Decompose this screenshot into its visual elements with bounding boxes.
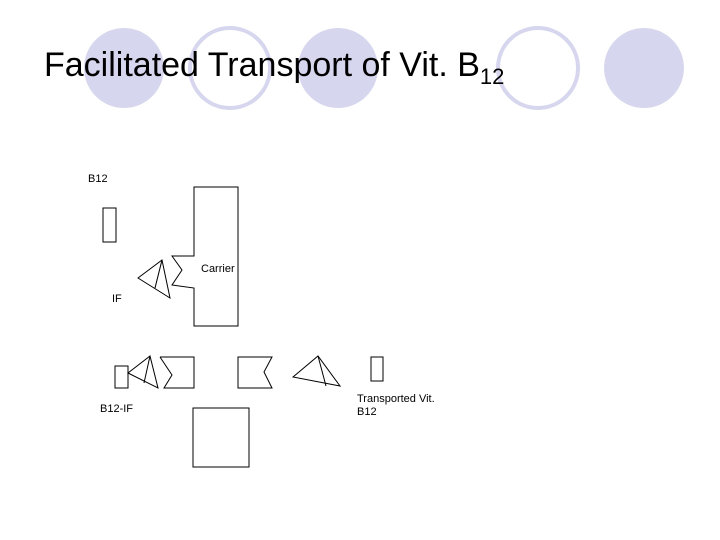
- transported-b12-molecule: [370, 356, 384, 382]
- deco-circle-3: [298, 28, 378, 108]
- b12-if-complex-b12: [114, 365, 129, 389]
- label-transported: Transported Vit. B12: [357, 393, 435, 419]
- label-if: IF: [112, 293, 122, 305]
- released-if-triangle-inner: [317, 355, 327, 387]
- if-triangle-inner: [154, 259, 163, 289]
- transport-diagram: [102, 186, 384, 468]
- deco-circle-1: [84, 28, 164, 108]
- label-transported-line1: Transported Vit.: [357, 393, 435, 405]
- title-subscript: 12: [479, 64, 505, 89]
- b12-if-complex-triangle: [127, 355, 159, 389]
- deco-circle-2: [188, 26, 272, 110]
- carrier-box-bottom: [192, 407, 250, 468]
- label-carrier: Carrier: [201, 263, 235, 275]
- carrier-open: [237, 356, 273, 389]
- deco-circle-5: [604, 28, 684, 108]
- label-transported-line2: B12: [357, 406, 377, 418]
- carrier-protein: [171, 186, 239, 327]
- b12-molecule: [102, 207, 117, 243]
- released-if-triangle: [291, 355, 342, 387]
- receptor-open: [159, 356, 195, 389]
- label-b12-if: B12-IF: [100, 403, 134, 415]
- title-main: Facilitated Transport of Vit. B: [44, 46, 480, 84]
- label-b12: B12: [88, 173, 108, 185]
- deco-circle-4: [496, 26, 580, 110]
- if-triangle: [137, 259, 171, 300]
- slide-title: Facilitated Transport of Vit. B12: [44, 46, 504, 90]
- b12-if-complex-triangle-inner: [143, 355, 151, 384]
- decorative-circles: [84, 26, 684, 110]
